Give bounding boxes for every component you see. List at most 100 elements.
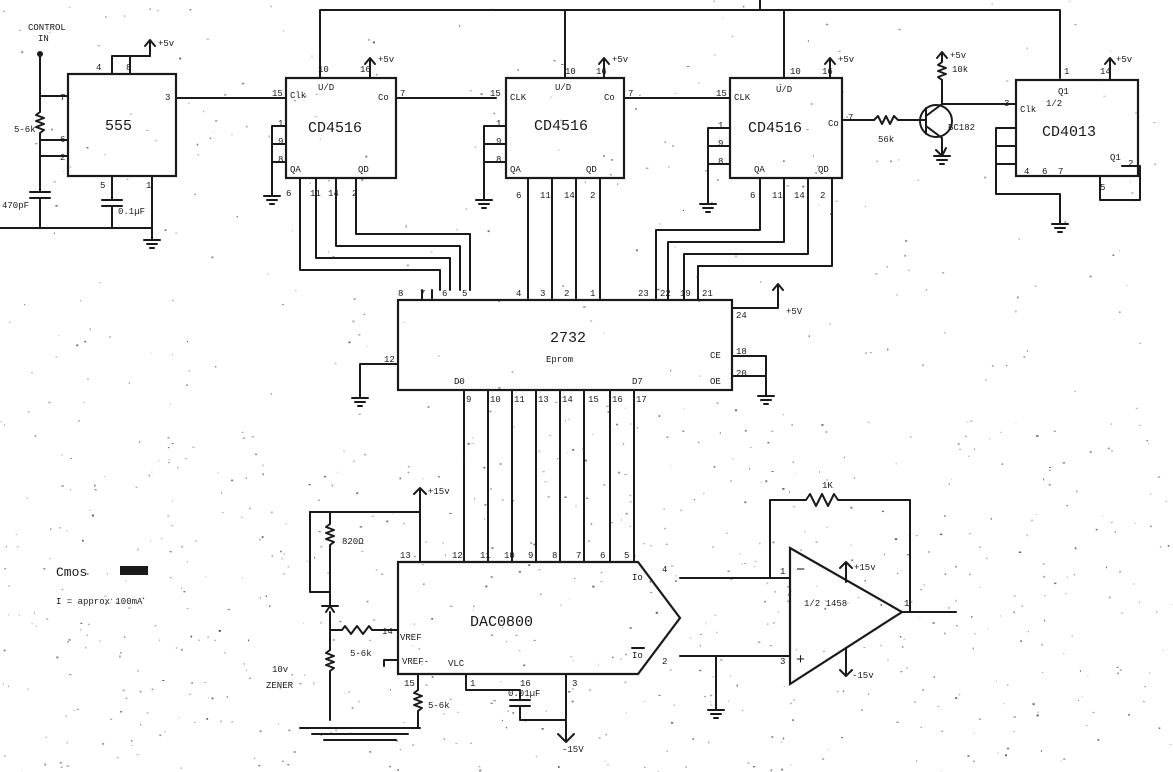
noise-dot <box>549 435 551 436</box>
noise-dot <box>267 273 269 275</box>
noise-dot <box>169 551 172 553</box>
noise-dot <box>407 471 410 473</box>
noise-dot <box>716 402 719 405</box>
noise-dot <box>80 300 82 302</box>
noise-dot <box>876 160 878 162</box>
noise-dot <box>15 534 17 536</box>
noise-dot <box>590 320 593 322</box>
noise-dot <box>169 577 172 579</box>
noise-dot <box>304 95 307 97</box>
eprom-pin5: 5 <box>462 289 467 299</box>
noise-dot <box>887 348 889 351</box>
noise-dot <box>8 613 10 616</box>
noise-dot <box>598 737 601 739</box>
noise-dot <box>800 549 802 551</box>
noise-dot <box>863 647 865 648</box>
zener-stack <box>325 629 335 721</box>
counter-1-b2: 2 <box>352 189 357 199</box>
noise-dot <box>507 710 509 712</box>
noise-dot <box>760 482 762 483</box>
noise-dot <box>744 429 747 432</box>
dac-label: DAC0800 <box>470 614 533 631</box>
noise-dot <box>265 595 267 597</box>
noise-dot <box>1139 342 1142 344</box>
counter-2-qa: QA <box>510 165 521 175</box>
counter-3-address-lines <box>655 177 833 301</box>
noise-dot <box>538 450 541 453</box>
noise-dot <box>1006 80 1009 82</box>
noise-dot <box>455 742 458 744</box>
noise-dot <box>771 736 774 738</box>
noise-dot <box>333 638 335 641</box>
noise-dot <box>1053 430 1056 432</box>
noise-dot <box>616 423 618 426</box>
noise-dot <box>598 663 599 666</box>
noise-dot <box>792 719 794 722</box>
noise-dot <box>171 299 174 301</box>
noise-dot <box>747 762 750 764</box>
noise-dot <box>160 537 163 540</box>
noise-dot <box>474 146 477 148</box>
noise-dot <box>270 511 273 514</box>
noise-dot <box>1117 672 1119 675</box>
noise-dot <box>955 565 957 568</box>
noise-dot <box>894 538 898 541</box>
noise-dot <box>168 459 170 461</box>
counter-1-clk: Clk <box>290 91 306 101</box>
noise-dot <box>782 488 785 490</box>
noise-dot <box>1066 505 1069 507</box>
noise-dot <box>24 304 26 306</box>
noise-dot <box>82 401 85 403</box>
dac-pin10: 10 <box>504 551 515 561</box>
noise-dot <box>1131 192 1134 194</box>
noise-dot <box>790 764 792 766</box>
noise-dot <box>203 111 205 113</box>
noise-dot <box>1165 500 1167 502</box>
noise-dot <box>533 639 536 641</box>
noise-dot <box>857 597 860 599</box>
noise-dot <box>270 5 272 8</box>
noise-dot <box>629 627 632 629</box>
transistor-label: BC182 <box>948 123 975 133</box>
noise-dot <box>1014 595 1016 597</box>
counter-1-pin1: 1 <box>278 119 283 129</box>
noise-dot <box>696 276 699 278</box>
noise-dot <box>242 577 243 579</box>
noise-dot <box>1005 364 1008 367</box>
counter-3-label: CD4516 <box>748 120 802 137</box>
timer-ground <box>143 175 161 249</box>
noise-dot <box>817 165 820 167</box>
noise-dot <box>553 59 556 62</box>
noise-dot <box>920 589 923 591</box>
noise-dot <box>692 738 695 740</box>
noise-dot <box>291 229 293 232</box>
dac-pin14: 14 <box>382 627 393 637</box>
noise-dot <box>917 179 920 181</box>
noise-dot <box>1043 478 1045 481</box>
noise-dot <box>372 515 374 517</box>
noise-dot <box>241 516 243 518</box>
noise-dot <box>565 420 566 422</box>
noise-dot <box>403 322 406 323</box>
noise-dot <box>189 693 191 695</box>
noise-dot <box>545 710 547 712</box>
noise-dot <box>490 576 493 578</box>
noise-dot <box>636 427 638 429</box>
opamp-vplus-label: +15v <box>854 563 876 573</box>
noise-dot <box>620 658 622 660</box>
noise-dot <box>1114 531 1116 533</box>
counter-1: CD4516 Clk 15 U/D 10 16 +5v Co 7 1 9 8 Q… <box>263 55 497 291</box>
opamp-pin-minus: 1 <box>780 567 785 577</box>
dac-pin7: 7 <box>576 551 581 561</box>
noise-dot <box>236 216 238 218</box>
noise-dot <box>224 652 226 654</box>
noise-dot <box>313 682 315 685</box>
noise-dot <box>802 185 805 188</box>
noise-dot <box>607 411 610 413</box>
noise-dot <box>224 94 227 96</box>
noise-dot <box>68 6 71 8</box>
noise-dot <box>131 740 133 742</box>
eprom-pin24: 24 <box>736 311 747 321</box>
noise-dot <box>227 608 230 611</box>
noise-dot <box>719 432 721 434</box>
